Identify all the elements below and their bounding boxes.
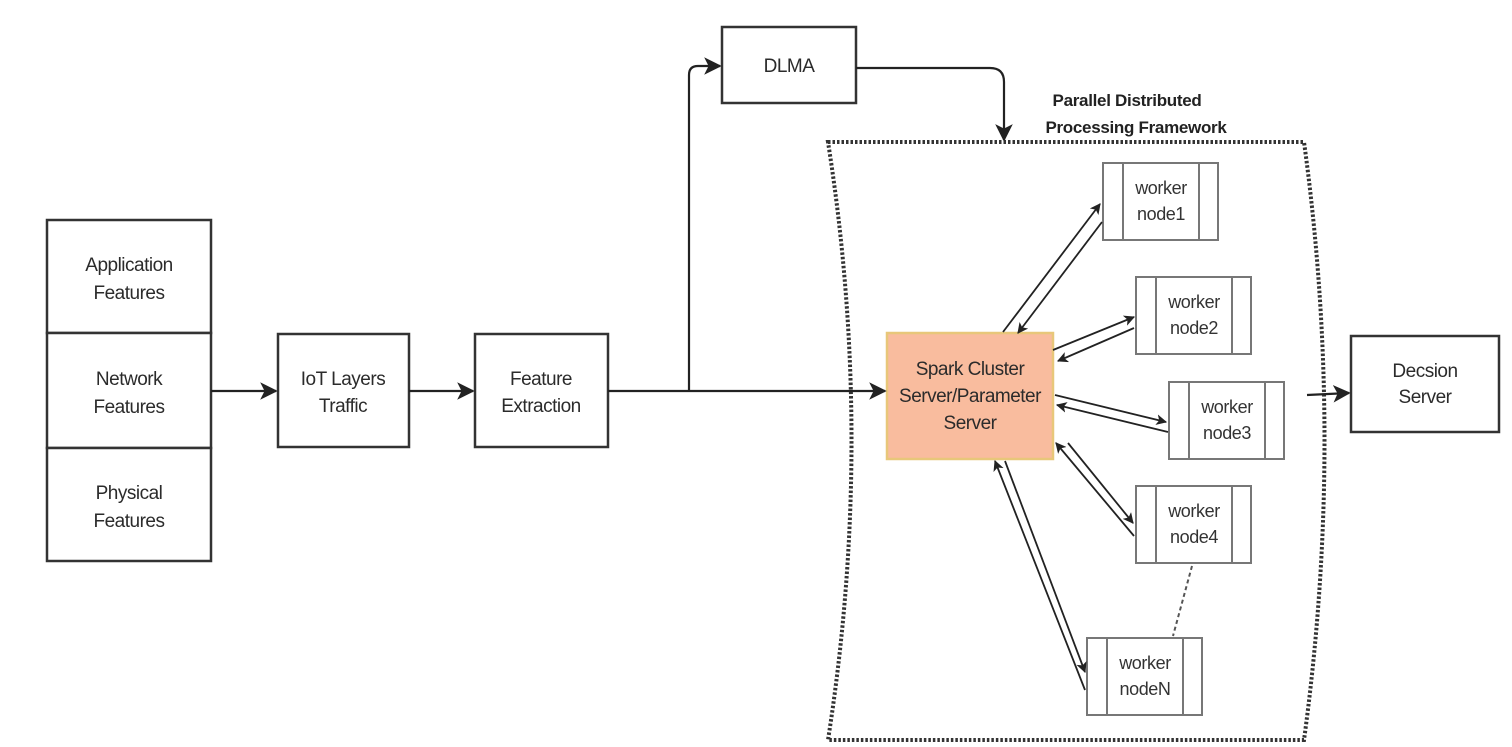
worker-node-1-label-1: worker: [1134, 178, 1187, 198]
worker-node-2-label-1: worker: [1167, 292, 1220, 312]
edge-node2-to-spark: [1057, 327, 1135, 363]
edge-node3-to-spark: [1055, 402, 1169, 433]
worker-node-2: worker node2: [1135, 276, 1252, 355]
dlma-label: DLMA: [764, 56, 816, 77]
feature-extraction-node: Feature Extraction: [473, 332, 610, 449]
worker-node-2-label-2: node2: [1170, 318, 1218, 338]
edge-spark-to-node1: [1002, 203, 1101, 333]
worker-node-3-box: [1168, 381, 1285, 460]
worker-node-4-label-1: worker: [1167, 501, 1220, 521]
edge-node4-to-spark: [1055, 442, 1135, 537]
framework-title-1: Parallel Distributed: [1053, 91, 1202, 110]
spark-server-label-2: Server/Parameter: [899, 386, 1042, 407]
physical-features-box: [45, 446, 213, 563]
edge-dlma-to-framework: [856, 66, 1013, 142]
decision-server-box: [1349, 334, 1501, 434]
edge-nodeN-to-spark: [993, 459, 1086, 691]
network-features-label-2: Features: [94, 397, 165, 418]
spark-server-label-3: Server: [944, 413, 998, 434]
iot-traffic-label-1: IoT Layers: [301, 369, 385, 390]
iot-traffic-box: [276, 332, 411, 449]
feature-extraction-label-2: Extraction: [501, 396, 580, 417]
iot-traffic-label-2: Traffic: [319, 396, 367, 417]
worker-node-1-box: [1102, 162, 1219, 241]
worker-node-n-box: [1086, 637, 1203, 716]
spark-server-box: [885, 331, 1055, 461]
edges: [211, 57, 1351, 403]
dlma-box: [720, 25, 858, 105]
network-features-box: [45, 331, 213, 450]
iot-traffic-node: IoT Layers Traffic: [276, 332, 411, 449]
worker-node-3: worker node3: [1168, 381, 1285, 460]
framework-boundary: [825, 140, 1327, 742]
physical-features-label-1: Physical: [96, 483, 163, 504]
spark-worker-edges: [993, 203, 1169, 691]
edge-spark-to-node3: [1054, 394, 1168, 425]
edge-node4-to-nodeN-dashed: [1172, 565, 1193, 637]
worker-node-1: worker node1: [1102, 162, 1219, 241]
spark-server-node: Spark Cluster Server/Parameter Server: [885, 331, 1055, 461]
edge-extraction-to-dlma: [687, 57, 722, 391]
edge-node1-to-spark: [1017, 221, 1103, 334]
dlma-node: DLMA: [720, 25, 858, 105]
worker-node-n-label-1: worker: [1118, 653, 1171, 673]
worker-node-2-box: [1135, 276, 1252, 355]
decision-server-label-2: Server: [1399, 387, 1453, 408]
processing-framework-container: Parallel Distributed Processing Framewor…: [825, 91, 1327, 742]
application-features-label-2: Features: [94, 283, 165, 304]
decision-server-label-1: Decsion: [1392, 361, 1457, 382]
feature-extraction-label-1: Feature: [510, 369, 572, 390]
feature-stack: Application Features Network Features Ph…: [45, 218, 213, 563]
network-features-label-1: Network: [96, 369, 163, 390]
worker-node-4: worker node4: [1135, 485, 1252, 564]
physical-features-label-2: Features: [94, 511, 165, 532]
spark-server-label-1: Spark Cluster: [916, 359, 1026, 380]
edge-spark-to-node2: [1052, 315, 1136, 351]
worker-node-3-label-1: worker: [1200, 397, 1253, 417]
edge-spark-to-nodeN: [1004, 460, 1087, 674]
worker-node-n: worker nodeN: [1086, 637, 1203, 716]
feature-extraction-box: [473, 332, 610, 449]
edge-framework-to-decision: [1306, 384, 1351, 403]
framework-title-2: Processing Framework: [1045, 118, 1227, 137]
worker-node-1-label-2: node1: [1137, 204, 1185, 224]
application-features-box: [45, 218, 213, 335]
edge-spark-to-node4: [1067, 442, 1134, 524]
worker-node-3-label-2: node3: [1203, 423, 1251, 443]
application-features-label-1: Application: [85, 255, 172, 276]
worker-node-4-box: [1135, 485, 1252, 564]
worker-node-4-label-2: node4: [1170, 527, 1218, 547]
worker-node-n-label-2: nodeN: [1119, 679, 1170, 699]
decision-server-node: Decsion Server: [1349, 334, 1501, 434]
